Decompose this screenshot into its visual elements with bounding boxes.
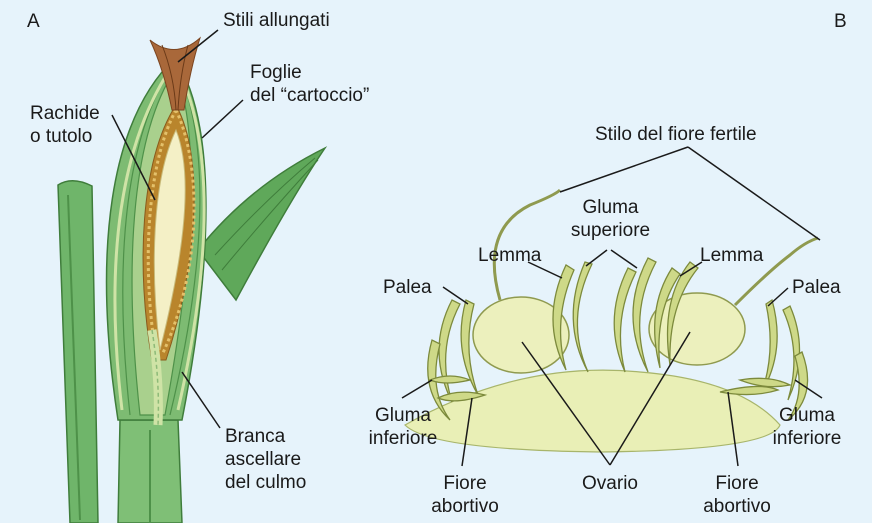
- label-stilo-fiore-fertile: Stilo del fiore fertile: [595, 123, 757, 146]
- label-line: inferiore: [762, 427, 852, 450]
- label-lemma-right: Lemma: [700, 244, 763, 267]
- gluma-superiore-left: [573, 262, 592, 372]
- label-palea-right: Palea: [792, 276, 841, 299]
- label-line: Foglie: [250, 61, 369, 84]
- label-ovario: Ovario: [565, 472, 655, 495]
- label-line: superiore: [563, 219, 658, 242]
- label-rachide: Rachide o tutolo: [30, 102, 100, 148]
- label-fiore-abortivo-left: Fiore abortivo: [420, 472, 510, 518]
- label-gluma-inferiore-left: Gluma inferiore: [358, 404, 448, 450]
- label-line: abortivo: [692, 495, 782, 518]
- label-line: del “cartoccio”: [250, 84, 369, 107]
- label-line: Gluma: [358, 404, 448, 427]
- panel-label-a: A: [27, 10, 40, 33]
- label-line: Gluma: [762, 404, 852, 427]
- label-line: del culmo: [225, 471, 306, 494]
- label-stili-allungati: Stili allungati: [223, 9, 330, 32]
- label-gluma-superiore: Gluma superiore: [563, 196, 658, 242]
- label-line: o tutolo: [30, 125, 100, 148]
- label-gluma-inferiore-right: Gluma inferiore: [762, 404, 852, 450]
- label-line: inferiore: [358, 427, 448, 450]
- label-line: abortivo: [420, 495, 510, 518]
- label-line: Rachide: [30, 102, 100, 125]
- label-line: Gluma: [563, 196, 658, 219]
- label-line: ascellare: [225, 448, 306, 471]
- label-fiore-abortivo-right: Fiore abortivo: [692, 472, 782, 518]
- panel-label-b: B: [834, 10, 847, 33]
- label-line: Branca: [225, 425, 306, 448]
- label-branca-ascellare: Branca ascellare del culmo: [225, 425, 306, 494]
- label-line: Fiore: [692, 472, 782, 495]
- label-lemma-left: Lemma: [478, 244, 541, 267]
- label-palea-left: Palea: [383, 276, 432, 299]
- label-line: Fiore: [420, 472, 510, 495]
- label-foglie-cartoccio: Foglie del “cartoccio”: [250, 61, 369, 107]
